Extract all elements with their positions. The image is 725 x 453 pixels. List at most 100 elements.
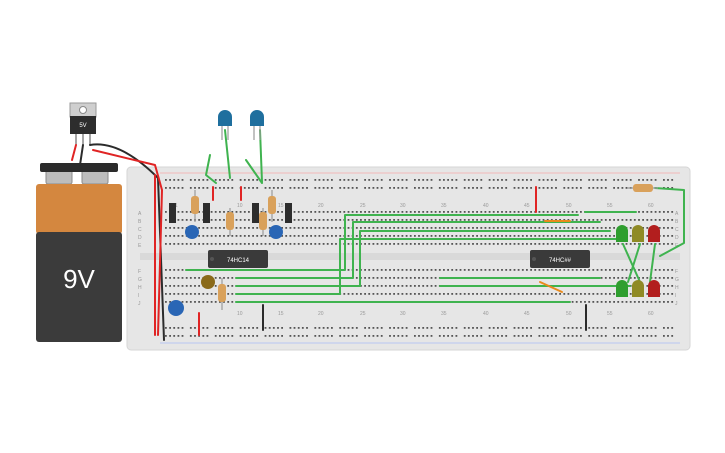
breadboard-hole[interactable] xyxy=(243,179,246,181)
breadboard-hole[interactable] xyxy=(638,179,640,181)
breadboard-hole[interactable] xyxy=(310,235,312,237)
breadboard-hole[interactable] xyxy=(488,227,491,229)
breadboard-hole[interactable] xyxy=(629,277,632,279)
breadboard-hole[interactable] xyxy=(322,219,325,221)
breadboard-hole[interactable] xyxy=(526,243,528,245)
breadboard-hole[interactable] xyxy=(165,301,167,303)
breadboard-hole[interactable] xyxy=(617,327,620,329)
breadboard-hole[interactable] xyxy=(326,227,329,229)
breadboard-hole[interactable] xyxy=(588,293,591,295)
breadboard-hole[interactable] xyxy=(443,243,445,245)
breadboard-hole[interactable] xyxy=(592,269,595,271)
breadboard-hole[interactable] xyxy=(463,327,466,329)
breadboard-hole[interactable] xyxy=(497,227,499,229)
breadboard-hole[interactable] xyxy=(426,187,429,189)
breadboard-hole[interactable] xyxy=(293,235,296,237)
breadboard-hole[interactable] xyxy=(372,219,375,221)
breadboard-hole[interactable] xyxy=(509,269,512,271)
breadboard-hole[interactable] xyxy=(243,335,246,337)
breadboard-hole[interactable] xyxy=(306,219,308,221)
breadboard-hole[interactable] xyxy=(397,277,400,279)
breadboard-hole[interactable] xyxy=(642,335,644,337)
breadboard-hole[interactable] xyxy=(463,211,466,213)
breadboard-hole[interactable] xyxy=(654,211,657,213)
breadboard-hole[interactable] xyxy=(604,227,607,229)
breadboard-hole[interactable] xyxy=(501,243,503,245)
breadboard-hole[interactable] xyxy=(596,327,599,329)
breadboard-hole[interactable] xyxy=(380,277,383,279)
breadboard-hole[interactable] xyxy=(256,227,259,229)
breadboard-hole[interactable] xyxy=(293,179,296,181)
breadboard-hole[interactable] xyxy=(326,187,329,189)
breadboard-hole[interactable] xyxy=(181,277,184,279)
breadboard-hole[interactable] xyxy=(617,269,620,271)
breadboard-hole[interactable] xyxy=(563,327,566,329)
wire-green-15[interactable] xyxy=(627,243,641,283)
breadboard-hole[interactable] xyxy=(185,293,188,295)
breadboard-hole[interactable] xyxy=(372,277,375,279)
breadboard-hole[interactable] xyxy=(604,187,607,189)
breadboard-hole[interactable] xyxy=(567,211,570,213)
breadboard-hole[interactable] xyxy=(281,335,283,337)
breadboard-hole[interactable] xyxy=(580,219,582,221)
breadboard-hole[interactable] xyxy=(663,235,665,237)
breadboard-hole[interactable] xyxy=(210,293,213,295)
breadboard-hole[interactable] xyxy=(405,211,408,213)
breadboard-hole[interactable] xyxy=(297,219,300,221)
breadboard-hole[interactable] xyxy=(181,269,184,271)
breadboard-hole[interactable] xyxy=(405,179,408,181)
breadboard-hole[interactable] xyxy=(380,227,383,229)
breadboard-hole[interactable] xyxy=(555,269,557,271)
breadboard-hole[interactable] xyxy=(534,235,537,237)
breadboard-hole[interactable] xyxy=(181,243,184,245)
breadboard-hole[interactable] xyxy=(364,327,366,329)
breadboard-hole[interactable] xyxy=(189,285,192,287)
breadboard-hole[interactable] xyxy=(488,327,491,329)
breadboard-hole[interactable] xyxy=(663,293,665,295)
breadboard-hole[interactable] xyxy=(376,243,379,245)
breadboard-hole[interactable] xyxy=(389,285,391,287)
breadboard-hole[interactable] xyxy=(281,219,283,221)
breadboard-hole[interactable] xyxy=(509,293,512,295)
breadboard-hole[interactable] xyxy=(571,187,574,189)
breadboard-hole[interactable] xyxy=(580,179,582,181)
breadboard-hole[interactable] xyxy=(530,219,532,221)
breadboard-hole[interactable] xyxy=(376,211,379,213)
breadboard-hole[interactable] xyxy=(646,235,649,237)
breadboard-hole[interactable] xyxy=(480,179,483,181)
breadboard-hole[interactable] xyxy=(513,219,516,221)
breadboard-hole[interactable] xyxy=(534,269,537,271)
breadboard-hole[interactable] xyxy=(409,219,412,221)
breadboard-hole[interactable] xyxy=(555,327,557,329)
breadboard-hole[interactable] xyxy=(600,293,603,295)
breadboard-hole[interactable] xyxy=(169,179,171,181)
breadboard-hole[interactable] xyxy=(418,227,420,229)
breadboard-hole[interactable] xyxy=(671,235,674,237)
breadboard-hole[interactable] xyxy=(173,277,176,279)
breadboard-hole[interactable] xyxy=(227,335,230,337)
breadboard-hole[interactable] xyxy=(393,219,395,221)
breadboard-hole[interactable] xyxy=(301,179,304,181)
breadboard-hole[interactable] xyxy=(422,243,425,245)
breadboard-hole[interactable] xyxy=(567,219,570,221)
breadboard-hole[interactable] xyxy=(550,179,553,181)
breadboard-hole[interactable] xyxy=(671,285,674,287)
breadboard-hole[interactable] xyxy=(447,187,449,189)
breadboard-hole[interactable] xyxy=(505,327,508,329)
breadboard-hole[interactable] xyxy=(393,293,395,295)
breadboard-hole[interactable] xyxy=(650,243,653,245)
breadboard-hole[interactable] xyxy=(613,219,615,221)
breadboard-hole[interactable] xyxy=(625,219,628,221)
breadboard-hole[interactable] xyxy=(322,243,325,245)
breadboard-hole[interactable] xyxy=(173,335,176,337)
breadboard-hole[interactable] xyxy=(189,219,192,221)
breadboard-hole[interactable] xyxy=(575,235,578,237)
breadboard-hole[interactable] xyxy=(252,327,254,329)
breadboard-hole[interactable] xyxy=(484,211,487,213)
breadboard-hole[interactable] xyxy=(181,327,184,329)
breadboard-hole[interactable] xyxy=(588,269,591,271)
breadboard-hole[interactable] xyxy=(318,227,321,229)
breadboard-hole[interactable] xyxy=(214,293,217,295)
breadboard-hole[interactable] xyxy=(355,277,358,279)
breadboard-hole[interactable] xyxy=(638,211,640,213)
